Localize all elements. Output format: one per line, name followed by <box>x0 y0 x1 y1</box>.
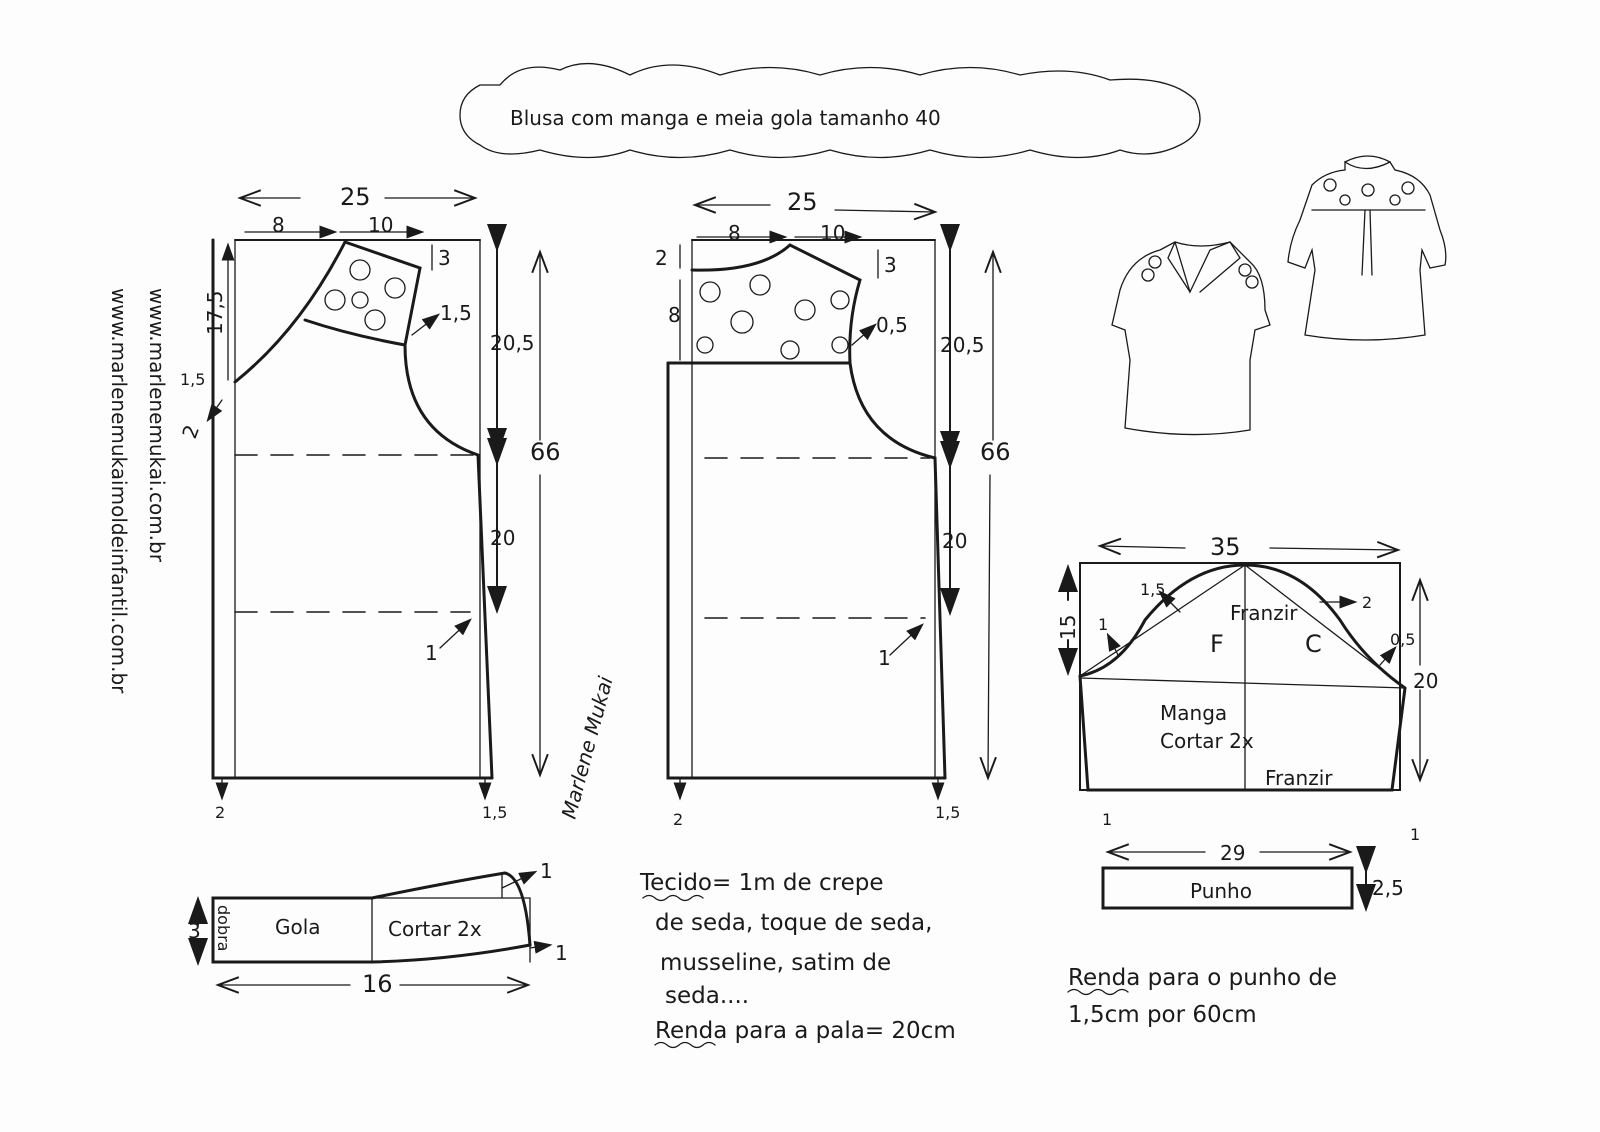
dim-hem-right: 1,5 <box>935 803 960 822</box>
dim-shoulder: 10 <box>368 213 393 237</box>
note-line: seda.... <box>665 983 749 1009</box>
collar-label: Gola <box>275 915 321 939</box>
sleeve-cut-label: Cortar 2x <box>1160 729 1254 753</box>
dim-hem-right: 1 <box>1410 825 1420 844</box>
note-line: Tecido= 1m de crepe <box>639 870 884 896</box>
dim-height: 2,5 <box>1372 876 1404 900</box>
dim-length: 16 <box>362 970 393 998</box>
dim-tip-bottom: 1 <box>555 941 568 965</box>
dim-neck-depth: 2 <box>655 246 668 270</box>
dim-ease-b2: 0,5 <box>1390 630 1415 649</box>
dim-hem-left: 1 <box>1102 810 1112 829</box>
dim-drop: 3 <box>438 246 451 270</box>
dim-width: 29 <box>1220 841 1245 865</box>
lace-note: Renda para o punho de 1,5cm por 60cm <box>1067 965 1337 1028</box>
dim-width: 35 <box>1210 533 1241 561</box>
page-title: Blusa com manga e meia gola tamanho 40 <box>510 106 941 130</box>
blouse-front-sketch <box>1111 241 1271 436</box>
back-mark: C <box>1305 630 1322 658</box>
dim-shoulder: 10 <box>820 221 845 245</box>
dim-armhole-ease: 0,5 <box>876 313 908 337</box>
dim-yoke: 8 <box>668 303 681 327</box>
dim-neck-depth: 17,5 <box>203 290 227 335</box>
dim-ease-f1: 1,5 <box>1140 580 1165 599</box>
note-line: Renda para a pala= 20cm <box>655 1018 956 1044</box>
dim-ease-b1: 2 <box>1362 593 1372 612</box>
dim-drop: 3 <box>884 253 897 277</box>
back-bodice-pattern: 25 8 10 3 2 8 0,5 20,5 20 66 1 2 1,5 <box>655 188 1011 829</box>
dim-width: 25 <box>340 183 371 211</box>
dim-waist: 20 <box>942 529 967 553</box>
dim-hem-right: 1,5 <box>482 803 507 822</box>
floral-print <box>696 274 850 360</box>
collar-cut-label: Cortar 2x <box>388 917 482 941</box>
website-1: www.marlenemukai.com.br <box>145 288 169 563</box>
note-line: de seda, toque de seda, <box>655 910 932 936</box>
gather-top-label: Franzir <box>1230 601 1298 625</box>
front-mark: F <box>1210 630 1224 658</box>
dim-tip-top: 1 <box>540 859 553 883</box>
cuff-pattern: 29 Punho 2,5 <box>1101 841 1404 912</box>
dim-length: 66 <box>980 438 1011 466</box>
dim-armhole-ease: 1,5 <box>440 301 472 325</box>
dim-armhole: 20,5 <box>490 331 535 355</box>
cuff-label: Punho <box>1190 879 1252 903</box>
dim-neck: 8 <box>728 221 741 245</box>
sleeve-pattern: 35 15 20 1,5 1 2 0,5 Franzir F C Manga C… <box>1056 533 1438 844</box>
dim-length: 66 <box>530 438 561 466</box>
dim-waist: 20 <box>490 526 515 550</box>
dim-hip: 1 <box>878 646 891 670</box>
note-line: Renda para o punho de <box>1068 965 1337 991</box>
dim-neck-ease: 2 <box>177 422 204 442</box>
dim-ease-f2: 1 <box>1098 615 1108 634</box>
blouse-back-sketch <box>1287 155 1447 341</box>
note-line: 1,5cm por 60cm <box>1068 1002 1257 1028</box>
dim-hem-left: 2 <box>673 810 683 829</box>
front-bodice-pattern: 25 8 10 3 17,5 1,5 2 1,5 20,5 20 66 1 2 … <box>177 183 560 822</box>
dim-neck-ext: 1,5 <box>180 370 205 389</box>
note-line: musseline, satim de <box>660 950 891 976</box>
dim-length: 20 <box>1413 669 1438 693</box>
dim-width: 25 <box>787 188 818 216</box>
dim-hip: 1 <box>425 641 438 665</box>
dim-height: 3 <box>188 919 201 943</box>
website-2: www.marlenemukaimoldeinfantil.com.br <box>107 288 131 694</box>
sleeve-label: Manga <box>1160 701 1227 725</box>
signature: Marlene Mukai <box>557 673 618 821</box>
collar-pattern: 1 1 dobra 3 Gola Cortar 2x 16 <box>188 859 568 998</box>
fold-label: dobra <box>214 905 233 951</box>
dim-hem-left: 2 <box>215 803 225 822</box>
gather-bottom-label: Franzir <box>1265 766 1333 790</box>
dim-neck: 8 <box>272 213 285 237</box>
floral-print <box>324 259 406 331</box>
dim-cap: 15 <box>1056 615 1080 640</box>
title-banner: Blusa com manga e meia gola tamanho 40 <box>459 62 1201 159</box>
dim-armhole: 20,5 <box>940 333 985 357</box>
fabric-note: Tecido= 1m de crepe de seda, toque de se… <box>639 870 956 1049</box>
